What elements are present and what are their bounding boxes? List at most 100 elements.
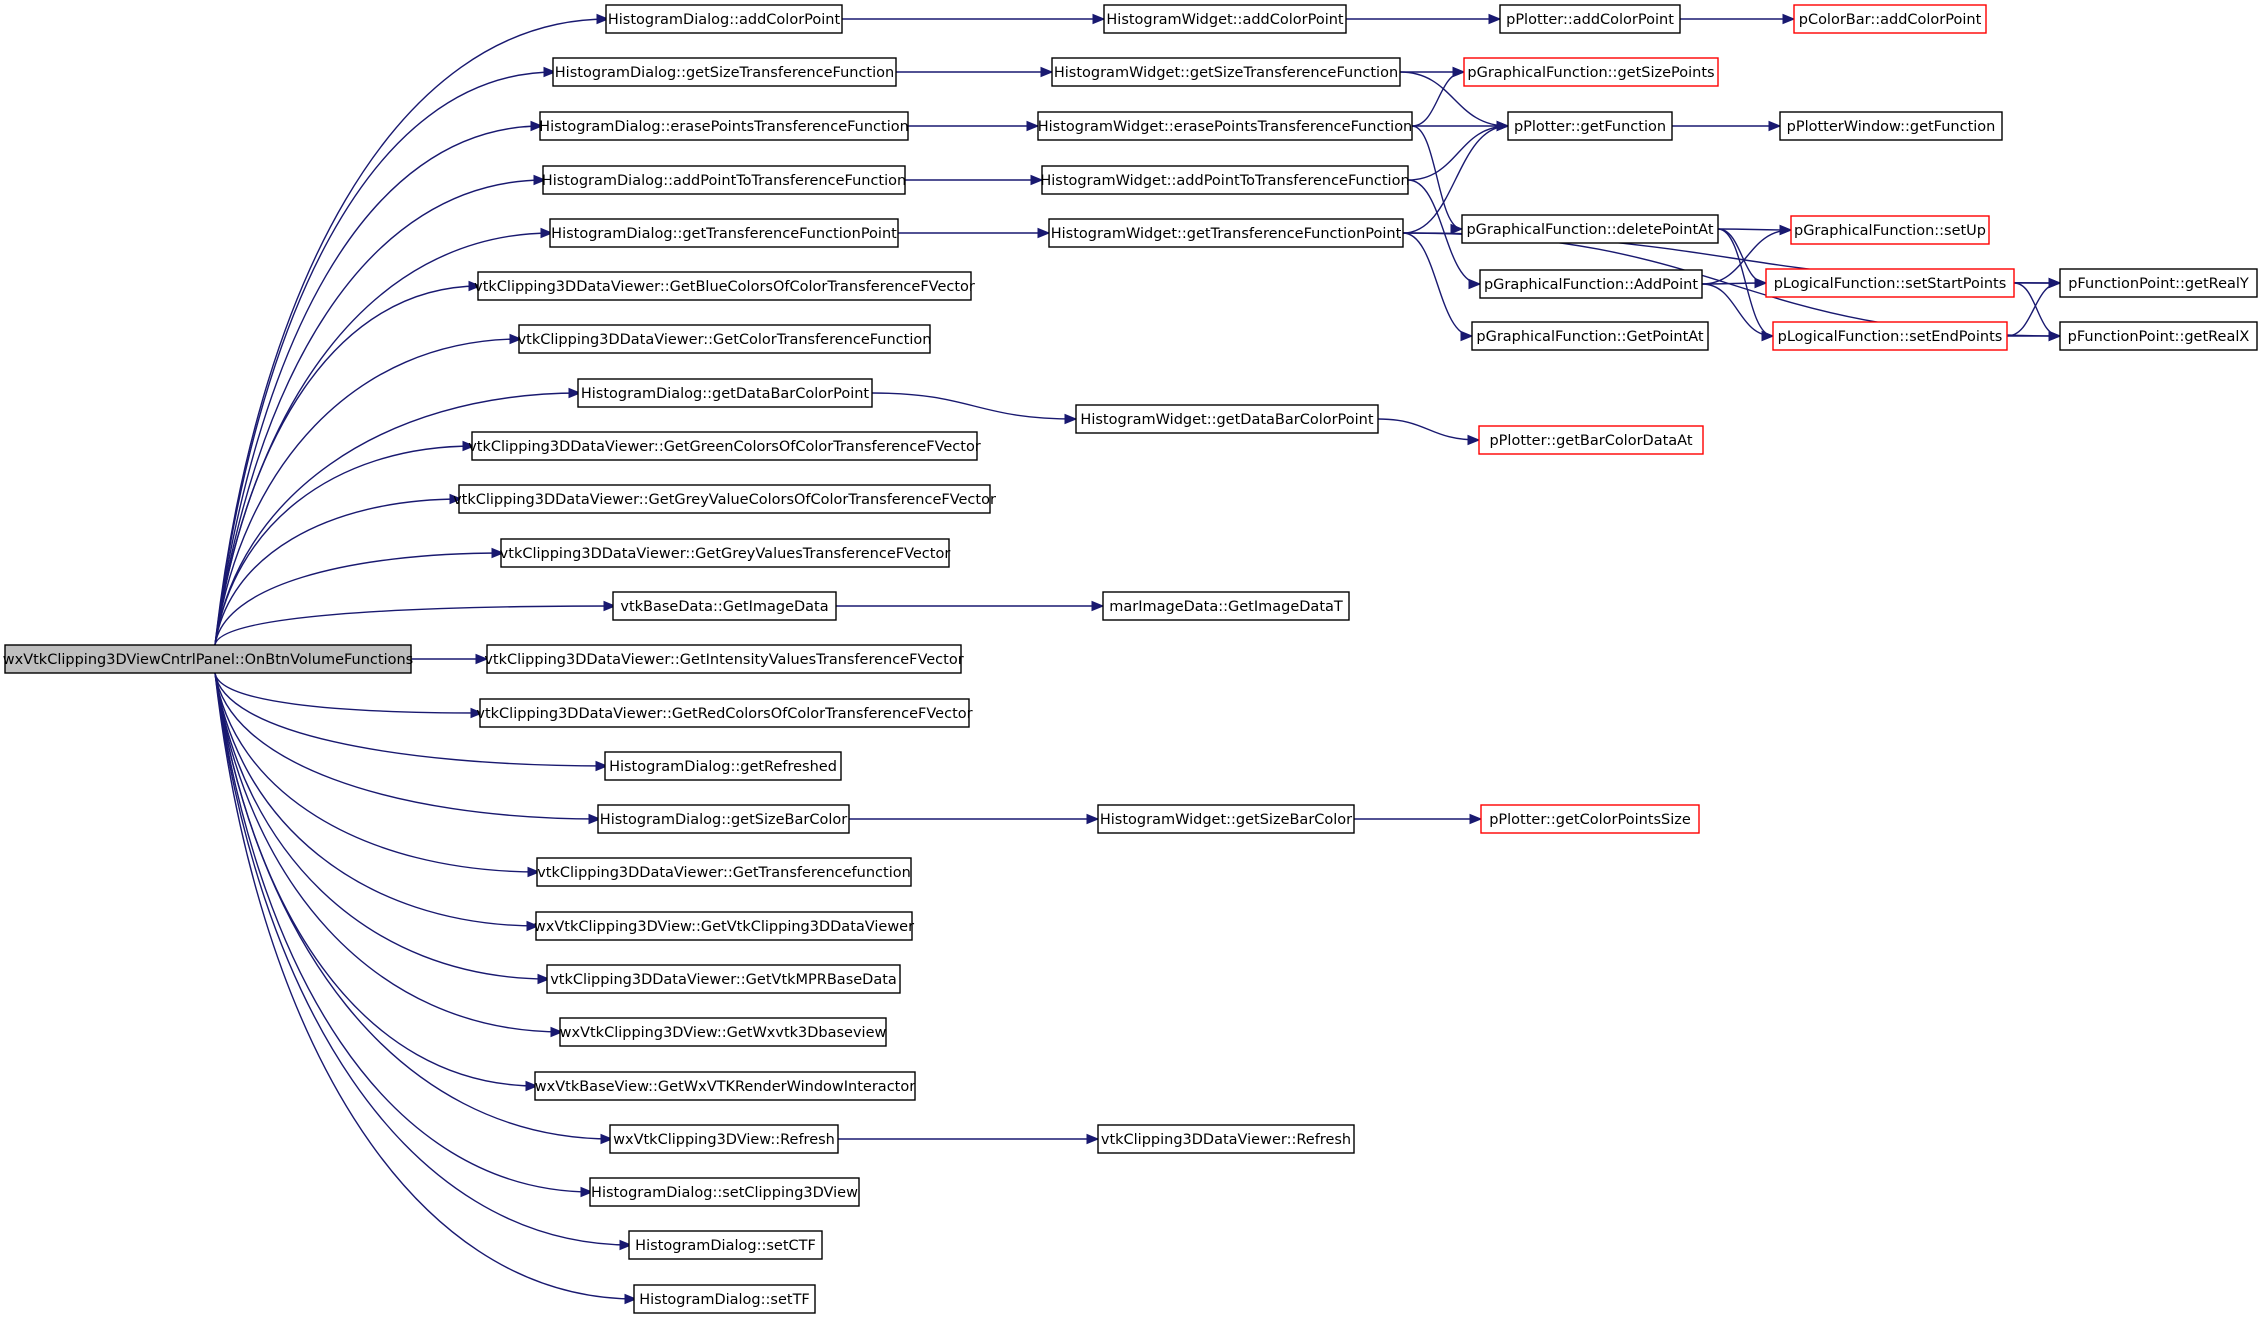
node-hd_getRefreshed[interactable]: HistogramDialog::getRefreshed [604,751,842,781]
node-box [559,1017,887,1047]
node-v_green[interactable]: vtkClipping3DDataViewer::GetGreenColorsO… [468,431,981,461]
node-pp_addColorPoint[interactable]: pPlotter::addColorPoint [1499,4,1681,34]
node-v_getTransf[interactable]: vtkClipping3DDataViewer::GetTransference… [536,857,912,887]
node-pgf_setUp[interactable]: pGraphicalFunction::setUp [1790,215,1990,245]
node-root[interactable]: wxVtkClipping3DViewCntrlPanel::OnBtnVolu… [3,644,413,674]
node-label: pPlotter::getColorPointsSize [1489,812,1691,828]
node-wv_refresh[interactable]: wxVtkClipping3DView::Refresh [609,1124,839,1154]
node-pp_getBarColorDataAt[interactable]: pPlotter::getBarColorDataAt [1478,425,1704,455]
edge-arrowhead-4 [540,227,554,239]
node-ppw_getFunction[interactable]: pPlotterWindow::getFunction [1779,111,2003,141]
node-pgf_addPoint[interactable]: pGraphicalFunction::AddPoint [1479,269,1703,299]
edge-plf_setEndPoints-to-pfp_getRealY [2006,282,2061,337]
node-pgf_getSizePoints[interactable]: pGraphicalFunction::getSizePoints [1463,57,1719,87]
edge-arrowhead-20 [525,1080,539,1092]
node-box [1790,215,1990,245]
edge-arrowhead-26 [1040,66,1054,78]
node-hd_getDataBarColorPoint[interactable]: HistogramDialog::getDataBarColorPoint [577,378,873,408]
node-hd_setTF[interactable]: HistogramDialog::setTF [633,1284,816,1314]
node-hw_erasePointsTF[interactable]: HistogramWidget::erasePointsTransference… [1037,111,1413,141]
node-hw_addPointToTF[interactable]: HistogramWidget::addPointToTransferenceF… [1040,165,1410,195]
node-label: vtkClipping3DDataViewer::GetIntensityVal… [484,652,963,668]
node-hw_getDataBarColorPoint[interactable]: HistogramWidget::getDataBarColorPoint [1075,404,1379,434]
node-hw_getTFPoint[interactable]: HistogramWidget::getTransferenceFunction… [1048,218,1404,248]
node-box [589,1177,860,1207]
node-v_intensity[interactable]: vtkClipping3DDataViewer::GetIntensityVal… [484,644,964,674]
node-label: marImageData::GetImageDataT [1109,599,1343,615]
edge-arrowhead-17 [526,920,540,932]
node-v_greyValueColors[interactable]: vtkClipping3DDataViewer::GetGreyValueCol… [453,484,996,514]
node-box [1048,218,1404,248]
node-label: pLogicalFunction::setEndPoints [1778,329,2003,345]
edge-arrowhead-2 [530,120,544,132]
node-plf_setEndPoints[interactable]: pLogicalFunction::setEndPoints [1772,321,2008,351]
node-hw_addColorPoint[interactable]: HistogramWidget::addColorPoint [1103,4,1347,34]
node-label: pPlotter::getBarColorDataAt [1489,433,1692,449]
node-box [500,538,950,568]
node-box [1499,4,1681,34]
node-hd_addColorPoint[interactable]: HistogramDialog::addColorPoint [605,4,843,34]
node-plf_setStartPoints[interactable]: pLogicalFunction::setStartPoints [1765,268,2015,298]
edge-arrowhead-42 [1468,278,1482,290]
edge-root-to-hd_setCTF [214,672,632,1246]
node-label: pGraphicalFunction::deletePointAt [1466,222,1713,238]
node-vdv_refresh[interactable]: vtkClipping3DDataViewer::Refresh [1097,1124,1355,1154]
edge-hw_getSizeTF-to-pp_getFunction [1399,71,1509,127]
node-label: HistogramDialog::getTransferenceFunction… [551,226,897,242]
node-pgf_getPointAt[interactable]: pGraphicalFunction::GetPointAt [1471,321,1709,351]
node-box [1471,321,1709,351]
node-pp_getFunction[interactable]: pPlotter::getFunction [1507,111,1673,141]
edge-arrowhead-13 [470,707,484,719]
edge-pgf_addPoint-to-plf_setEndPoints [1701,283,1774,337]
node-box [1461,214,1719,244]
edge-arrowhead-9 [449,493,463,505]
node-wv_getViewer[interactable]: wxVtkClipping3DView::GetVtkClipping3DDat… [534,911,914,941]
edge-arrowhead-56 [2048,277,2062,289]
edge-arrowhead-32 [1086,813,1100,825]
node-pfp_getRealX[interactable]: pFunctionPoint::getRealX [2059,321,2258,351]
edge-arrowhead-58 [1467,434,1481,446]
node-wb_getRWI[interactable]: wxVtkBaseView::GetWxVTKRenderWindowInter… [534,1071,916,1101]
node-mar_getImageDataT[interactable]: marImageData::GetImageDataT [1102,591,1350,621]
node-hd_setClip[interactable]: HistogramDialog::setClipping3DView [589,1177,860,1207]
node-pp_getColorPointsSize[interactable]: pPlotter::getColorPointsSize [1480,804,1700,834]
node-box [518,324,931,354]
node-pcb_addColorPoint[interactable]: pColorBar::addColorPoint [1793,4,1987,34]
node-hd_erasePointsTF[interactable]: HistogramDialog::erasePointsTransference… [539,111,909,141]
edge-hw_addPointToTF-to-pp_getFunction [1407,125,1509,181]
node-box [1779,111,2003,141]
node-hd_getSizeBarColor[interactable]: HistogramDialog::getSizeBarColor [597,804,850,834]
node-hd_getTFPoint[interactable]: HistogramDialog::getTransferenceFunction… [549,218,899,248]
node-pgf_deletePointAt[interactable]: pGraphicalFunction::deletePointAt [1461,214,1719,244]
edge-root-to-v_getTransf [214,672,540,873]
node-label: pLogicalFunction::setStartPoints [1774,276,2007,292]
edge-arrowhead-19 [550,1026,564,1038]
node-v_blue[interactable]: vtkClipping3DDataViewer::GetBlueColorsOf… [474,271,975,301]
edge-root-to-v_getMPR [214,672,550,980]
node-box [549,218,899,248]
edge-arrowhead-6 [509,333,523,345]
edge-arrowhead-10 [491,547,505,559]
edge-arrowhead-30 [1064,413,1078,425]
node-hd_getSizeTF[interactable]: HistogramDialog::getSizeTransferenceFunc… [552,57,897,87]
edge-arrowhead-34 [1488,13,1502,25]
node-wv_getWx[interactable]: wxVtkClipping3DView::GetWxvtk3Dbaseview [559,1017,887,1047]
node-pfp_getRealY[interactable]: pFunctionPoint::getRealY [2059,268,2258,298]
node-v_red[interactable]: vtkClipping3DDataViewer::GetRedColorsOfC… [476,698,973,728]
node-box [1051,57,1401,87]
node-box [1102,591,1350,621]
node-label: pPlotterWindow::getFunction [1787,119,1996,135]
node-label: wxVtkBaseView::GetWxVTKRenderWindowInter… [535,1079,915,1095]
node-bd_getImageData[interactable]: vtkBaseData::GetImageData [612,591,837,621]
node-hw_getSizeTF[interactable]: HistogramWidget::getSizeTransferenceFunc… [1051,57,1401,87]
node-hd_addPointToTF[interactable]: HistogramDialog::addPointToTransferenceF… [542,165,906,195]
node-v_getMPR[interactable]: vtkClipping3DDataViewer::GetVtkMPRBaseDa… [546,964,901,994]
node-box [1037,111,1413,141]
node-label: vtkClipping3DDataViewer::GetGreyValueCol… [453,492,996,508]
node-hd_setCTF[interactable]: HistogramDialog::setCTF [628,1230,823,1260]
node-v_colorTF[interactable]: vtkClipping3DDataViewer::GetColorTransfe… [518,324,932,354]
node-v_greyValuesTF[interactable]: vtkClipping3DDataViewer::GetGreyValuesTr… [500,538,951,568]
node-hw_getSizeBarColor[interactable]: HistogramWidget::getSizeBarColor [1097,804,1355,834]
edge-arrowhead-47 [1768,120,1782,132]
